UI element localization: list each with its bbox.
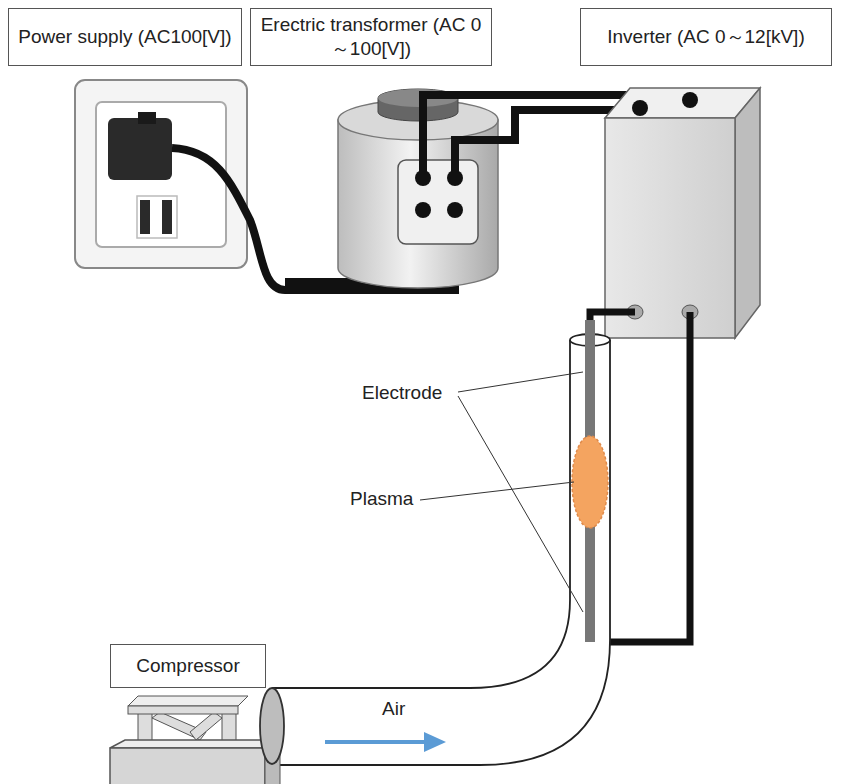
electrode-label: Electrode xyxy=(360,382,444,405)
inverter-label-box: Inverter (AC 0～12[kV]) xyxy=(580,8,832,66)
compressor-label-box: Compressor xyxy=(110,644,266,688)
box-text: Power supply (AC100[V]) xyxy=(18,25,231,49)
box-text: Compressor xyxy=(136,654,239,678)
transformer-label-box: Erectric transformer (AC 0～100[V]) xyxy=(250,8,492,66)
air-label: Air xyxy=(380,698,407,721)
plasma-label: Plasma xyxy=(348,488,415,511)
supply-label-box: Power supply (AC100[V]) xyxy=(8,8,242,66)
box-text: Erectric transformer (AC 0～100[V]) xyxy=(259,13,483,61)
box-text: Inverter (AC 0～12[kV]) xyxy=(607,25,804,49)
